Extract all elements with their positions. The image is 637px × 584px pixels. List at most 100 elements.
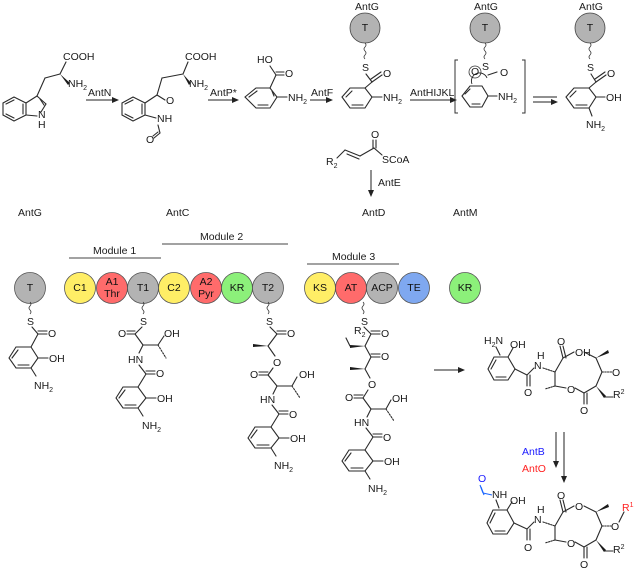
label-nh: NH [492, 489, 507, 501]
label-o: O [524, 542, 532, 554]
enzyme-antb: AntB [522, 446, 545, 458]
label-o: O [567, 384, 575, 396]
domain-label: T [482, 22, 489, 34]
domain-label: AT [345, 282, 358, 294]
label-nh2: NH2 [498, 91, 517, 105]
compound-3-aminosalicyl-antg: AntG T S O OH NH2 [565, 1, 622, 133]
label-s: S [140, 316, 147, 328]
label-oh: OH [606, 92, 622, 104]
protein-antc: AntC [166, 207, 190, 219]
label-o: OH [575, 347, 591, 359]
domain-substrate: Thr [104, 288, 120, 300]
label-nh2: NH2 [34, 380, 53, 394]
label-o: O [524, 387, 532, 399]
compound-dilactone: H2N OH O H N O OH O R2 O O [484, 335, 625, 417]
label-o: O [368, 379, 376, 391]
label-o: O [287, 328, 295, 340]
label-r2: R2 [326, 156, 338, 170]
label-r1: R1 [622, 502, 634, 514]
domain-acp: ACP [366, 272, 398, 304]
label-nh2: NH2 [142, 420, 161, 434]
label-cooh: COOH [63, 51, 95, 63]
domain-label: C2 [167, 282, 181, 294]
label-r2: R2 [613, 389, 625, 401]
label-hn: HN [128, 354, 143, 366]
label-o: O [345, 392, 353, 404]
label-s: S [587, 62, 594, 74]
label-o: O [611, 521, 619, 533]
domain-label: T [587, 22, 594, 34]
compound-epoxide-intermediate: AntG T S O O NH2 [454, 1, 526, 114]
protein-antd: AntD [362, 207, 386, 219]
domain-t1: T1 [127, 272, 159, 304]
label-nh2: NH2 [288, 92, 307, 106]
label-n: N [534, 514, 542, 526]
module-2-label: Module 2 [200, 231, 243, 243]
domain-ks: KS [304, 272, 336, 304]
carrier-label: AntG [355, 1, 379, 13]
label-o: O [118, 328, 126, 340]
label-oh: OH [290, 433, 306, 445]
module-1-label: Module 1 [93, 245, 136, 257]
domain-label: TE [407, 282, 420, 294]
label-h: H [537, 350, 545, 362]
compound-tryptophan: COOH NH2 N H [2, 51, 95, 131]
domain-circle [398, 272, 430, 304]
label-hn: HN [354, 417, 369, 429]
label-oh: OH [299, 369, 315, 381]
label-o: O [381, 328, 389, 340]
compound-anthraniloyl-antg: AntG T S O NH2 [341, 1, 402, 109]
compound-antimycin: O NH OH O H N O O O R1 R2 [478, 473, 634, 571]
carrier-label: AntG [579, 1, 603, 13]
domain-label: A1 [106, 276, 119, 288]
domain-te: TE [398, 272, 430, 304]
label-n: N [534, 360, 542, 372]
domain-circle [14, 272, 46, 304]
domain-t2: T2 [252, 272, 284, 304]
label-o: O [580, 559, 588, 571]
tethered-t1: S O OH HN O OH NH2 [115, 301, 180, 434]
label-r2: R2 [613, 544, 625, 556]
label-o: O [383, 68, 391, 80]
domain-c2: C2 [158, 272, 190, 304]
enzyme-antp: AntP* [210, 87, 237, 99]
carrier-label: AntG [474, 1, 498, 13]
domain-label: C1 [73, 282, 87, 294]
domain-c1: C1 [64, 272, 96, 304]
label-h2n: H2N [484, 335, 503, 349]
domain-t: T [14, 272, 46, 304]
label-o: O [285, 68, 293, 80]
enzyme-antn: AntN [88, 87, 111, 99]
label-s: S [482, 61, 489, 73]
label-s: S [361, 316, 368, 328]
label-o: O [500, 67, 508, 79]
domain-circle [158, 272, 190, 304]
domain-label: A2 [200, 276, 213, 288]
enzyme-ante: AntE [378, 177, 401, 189]
label-o: O [156, 368, 164, 380]
label-s: S [266, 316, 273, 328]
enzyme-antf: AntF [311, 87, 333, 99]
label-s: S [362, 62, 369, 74]
label-cooh: COOH [185, 51, 217, 63]
tethered-antg: S O OH NH2 [8, 301, 65, 394]
domain-label: T1 [137, 282, 149, 294]
tethered-t2: S O O O OH HN O OH NH2 [247, 301, 315, 474]
label-o: O [580, 405, 588, 417]
domain-kr: KR [449, 272, 481, 304]
compound-anthranilate: HO O NH2 [244, 54, 307, 109]
label-oh: OH [510, 495, 526, 507]
label-o: O [575, 501, 583, 513]
domain-label: T2 [262, 282, 274, 294]
domain-circle [366, 272, 398, 304]
compound-enoyl-coa: R2 O SCoA [326, 129, 409, 170]
label-o: O [557, 490, 565, 502]
protein-antm: AntM [453, 207, 478, 219]
tethered-acp: S R2 O O O O OH HN O OH [341, 301, 408, 497]
domain-label: T [27, 282, 34, 294]
label-o: O [471, 66, 479, 78]
enzyme-anto: AntO [522, 463, 546, 475]
label-nh2: NH2 [274, 460, 293, 474]
label-ho: HO [257, 54, 273, 66]
